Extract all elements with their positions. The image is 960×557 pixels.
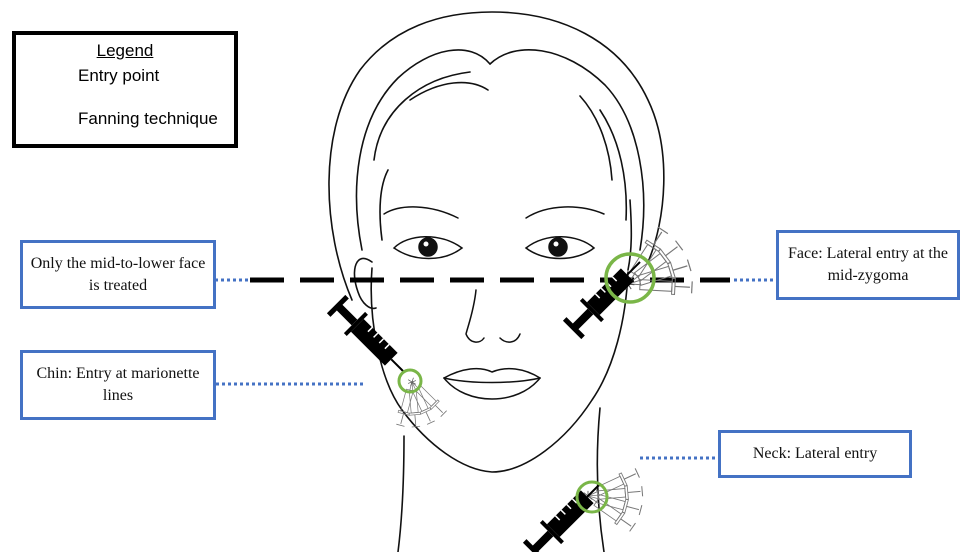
leader-lines	[215, 280, 776, 458]
legend-box: Legend Entry point Fanning technique	[12, 31, 238, 148]
nose-mouth	[444, 290, 540, 399]
treated-area-label: Only the mid-to-lower face is treated	[20, 240, 216, 309]
legend-title: Legend	[16, 41, 234, 61]
face-label: Face: Lateral entry at the mid-zygoma	[776, 230, 960, 300]
legend-fanning-label: Fanning technique	[78, 109, 218, 129]
face-syringe-icon	[562, 251, 651, 340]
legend-entry-point-label: Entry point	[78, 66, 159, 86]
eyes	[384, 207, 604, 259]
chin-fan-icon	[382, 370, 450, 434]
neck-label: Neck: Lateral entry	[718, 430, 912, 478]
neck-fan-icon	[584, 467, 643, 533]
chin-label: Chin: Entry at marionette lines	[20, 350, 216, 420]
